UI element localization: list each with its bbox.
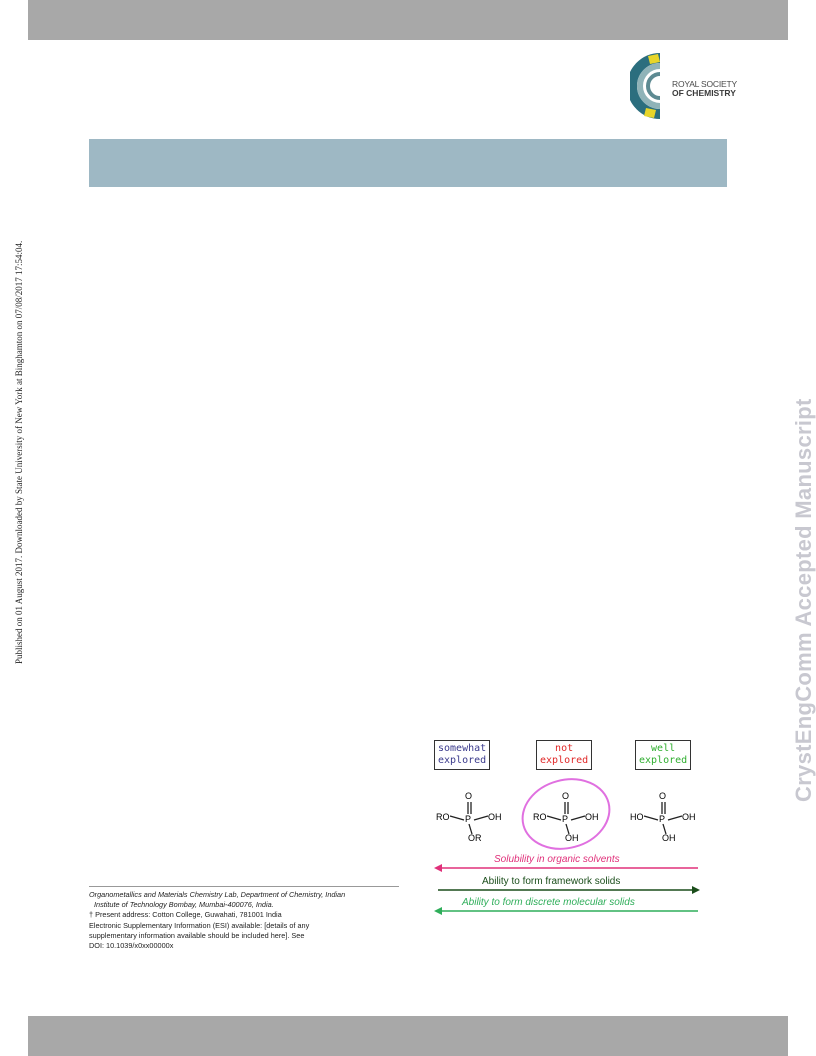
bottom-grey-band [28, 1016, 788, 1056]
label-box-well-explored: well explored [635, 740, 692, 770]
atom-label: P [659, 814, 666, 824]
molecule-bonds [449, 802, 683, 835]
atom-label: OH [565, 833, 579, 843]
atom-label: OH [585, 812, 599, 822]
box-line: explored [438, 755, 487, 766]
box-line: explored [540, 755, 589, 766]
logo-text-of-chemistry: OF CHEMISTRY [672, 88, 736, 98]
atom-label: RO [533, 812, 547, 822]
atom-label: HO [630, 812, 644, 822]
arrow-label-framework: Ability to form framework solids [482, 876, 621, 887]
accepted-manuscript-watermark: CrystEngComm Accepted Manuscript [791, 398, 816, 802]
footnotes: Organometallics and Materials Chemistry … [89, 886, 399, 951]
atom-label: P [562, 814, 569, 824]
box-line: somewhat [438, 743, 487, 754]
atom-label: O [562, 791, 570, 801]
atom-label: P [465, 814, 472, 824]
top-grey-band [28, 0, 788, 40]
atom-label: OR [468, 833, 482, 843]
highlight-ellipse [521, 778, 611, 850]
footnote-present-address: † Present address: Cotton College, Guwah… [89, 910, 282, 920]
trend-arrows [434, 864, 700, 915]
footnote-affiliation-cont: Institute of Technology Bombay, Mumbai-4… [94, 900, 274, 910]
atom-label: O [465, 791, 473, 801]
atom-label: RO [436, 812, 450, 822]
rsc-logo: ROYAL SOCIETY OF CHEMISTRY [627, 52, 737, 120]
arrow-label-discrete: Ability to form discrete molecular solid… [462, 897, 635, 908]
atom-label: OH [662, 833, 676, 843]
publication-sidebar-text: Published on 01 August 2017. Downloaded … [14, 240, 24, 664]
label-box-not-explored: not explored [536, 740, 593, 770]
footnote-affiliation: Organometallics and Materials Chemistry … [89, 890, 346, 899]
box-line: well [651, 743, 676, 754]
box-line: explored [639, 755, 688, 766]
atom-label: OH [488, 812, 502, 822]
logo-text-royal-society: ROYAL SOCIETY [672, 79, 737, 89]
atom-label: OH [682, 812, 696, 822]
label-box-somewhat-explored: somewhat explored [434, 740, 491, 770]
footnote-esi: Electronic Supplementary Information (ES… [89, 920, 310, 930]
rsc-logo-icon [627, 53, 661, 119]
box-line: not [555, 743, 574, 754]
footnote-esi-cont: supplementary information available shou… [89, 930, 305, 940]
title-banner [89, 139, 727, 187]
atom-label: O [659, 791, 667, 801]
graphical-abstract-figure: somewhat explored not explored well expl… [428, 738, 710, 918]
footnote-doi: DOI: 10.1039/x0xx00000x [89, 941, 174, 951]
arrow-label-solubility: Solubility in organic solvents [494, 854, 620, 865]
